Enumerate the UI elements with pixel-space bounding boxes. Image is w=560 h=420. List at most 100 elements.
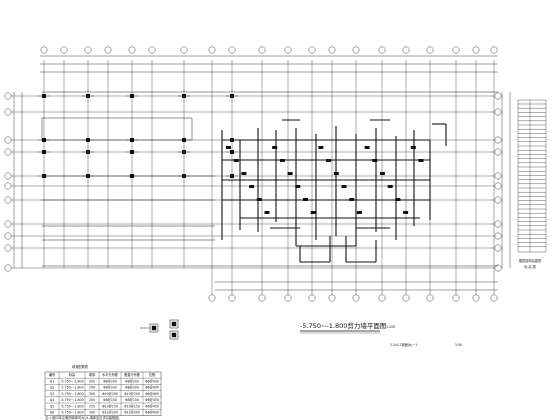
bottom-dimension-chain <box>215 281 498 291</box>
right-axis-bubbles <box>494 92 502 272</box>
table-header-cell: 编号 <box>49 372 55 377</box>
plan-scale: 1:200 <box>386 325 395 329</box>
table-cell: -5.750~-1.800 <box>60 380 83 384</box>
axis-bubble <box>4 148 12 156</box>
axis-bubble <box>4 136 12 144</box>
table-cell: 300 <box>89 392 95 396</box>
axis-bubble <box>4 182 12 190</box>
table-header-cell: 墙厚 <box>89 372 96 377</box>
table-cell: Φ6@600 <box>145 380 159 384</box>
wall-label-block <box>303 198 308 201</box>
column-markers <box>38 94 238 178</box>
axis-bubble <box>180 46 188 54</box>
table-cell: Q6 <box>50 411 55 415</box>
table-header-cell: 标高 <box>69 372 75 377</box>
axis-bubble <box>494 220 502 228</box>
table-cell: Φ8@200 <box>103 386 117 390</box>
table-cell: 250 <box>89 404 95 408</box>
axis-bubble <box>378 294 386 302</box>
wall-label-block <box>318 146 324 149</box>
wall-label-block <box>410 146 416 149</box>
wall-label-block <box>380 172 385 175</box>
horizontal-axis-lines <box>6 95 500 269</box>
table-cell: Q2 <box>50 386 55 390</box>
axis-bubble <box>258 46 266 54</box>
table-cell: Φ10@200 <box>124 392 140 396</box>
axis-bubble <box>104 46 112 54</box>
axis-bubble <box>148 46 156 54</box>
table-cell: Φ8@200 <box>125 380 139 384</box>
axis-bubble <box>472 46 480 54</box>
axis-bubble <box>494 136 502 144</box>
left-dimension-chain <box>13 92 23 268</box>
axis-bubble <box>402 294 410 302</box>
axis-bubble <box>208 294 216 302</box>
axis-bubble <box>284 294 292 302</box>
wall-label-block <box>241 172 247 175</box>
axis-bubble <box>452 46 460 54</box>
drawing-title: -5.750~-1.800剪力墙平面图 <box>300 321 386 330</box>
axis-bubble <box>4 220 12 228</box>
table-cell: Φ6@600 <box>145 392 159 396</box>
table-cell: Φ6@600 <box>145 386 159 390</box>
table-cell: Φ10@150 <box>102 404 118 408</box>
wall-label-block <box>372 159 378 162</box>
axis-bubble <box>352 294 360 302</box>
axis-bubble <box>4 108 12 116</box>
axis-bubble <box>472 294 480 302</box>
axis-bubble <box>328 294 336 302</box>
elevation-table-footer: 楼层结构高度表 <box>519 258 542 263</box>
table-cell: -5.750~-1.800 <box>60 392 83 396</box>
elevation-table-header: 标 高 表 <box>524 264 536 269</box>
axis-bubble <box>378 46 386 54</box>
axis-bubble <box>128 46 136 54</box>
wall-label-block <box>364 146 370 149</box>
table-cell: 200 <box>89 380 95 384</box>
floor-elevation-table <box>517 99 547 253</box>
table-cell: Φ12@200 <box>124 411 140 415</box>
axis-bubble <box>426 46 434 54</box>
elevation-table-frame <box>517 99 547 253</box>
shear-wall-core <box>221 119 447 263</box>
table-cell: 200 <box>89 398 95 402</box>
wall-label-block <box>395 198 401 201</box>
table-cell: 250 <box>89 386 95 390</box>
axis-bubble <box>4 264 12 272</box>
table-cell: -5.750~-1.800 <box>60 398 83 402</box>
axis-bubble <box>4 232 12 240</box>
axis-bubble <box>494 232 502 240</box>
axis-bubble <box>402 46 410 54</box>
wall-label-block <box>279 159 285 162</box>
axis-bubble <box>228 46 236 54</box>
axis-bubble <box>40 46 48 54</box>
wall-label-block <box>418 159 424 162</box>
axis-bubble <box>494 264 502 272</box>
table-cell: Φ6@450 <box>145 398 159 402</box>
wall-label-block <box>333 172 339 175</box>
table-cell: Φ8@200 <box>103 380 117 384</box>
axis-bubble <box>228 294 236 302</box>
axis-bubble <box>308 46 316 54</box>
axis-bubble <box>4 92 12 100</box>
left-wing-slab-outline <box>41 91 498 267</box>
wall-label-block <box>256 198 262 201</box>
bottom-axis-bubbles <box>208 294 498 302</box>
axis-bubble <box>494 244 502 252</box>
table-cell: -5.750~-1.800 <box>60 404 83 408</box>
axis-bubble <box>452 294 460 302</box>
table-cell: Q1 <box>50 380 55 384</box>
wall-label-block <box>272 146 278 149</box>
axis-bubble <box>208 46 216 54</box>
axis-bubble <box>308 294 316 302</box>
detail-label: 1-2/A-2剖面(b)~1 <box>390 342 417 347</box>
table-cell: Q4 <box>50 398 55 402</box>
top-axis-bubbles <box>40 46 498 54</box>
wall-label-block <box>233 159 239 162</box>
axis-bubble <box>4 172 12 180</box>
table-cell: Φ10@150 <box>124 404 140 408</box>
wall-label-block <box>403 211 409 214</box>
table-cell: Φ10@200 <box>102 392 118 396</box>
table-cell: Φ8@200 <box>125 386 139 390</box>
